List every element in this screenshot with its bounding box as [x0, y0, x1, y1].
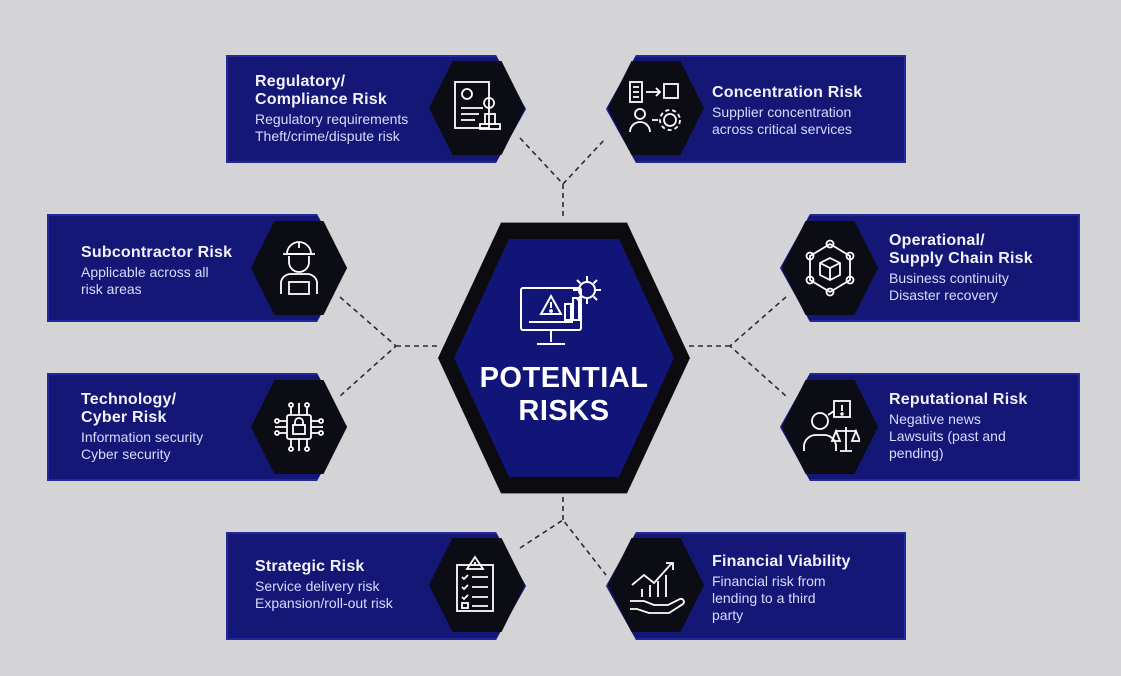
monitor-warning-gear-icon — [517, 270, 607, 359]
card-reputational-text: Reputational Risk Negative news Lawsuits… — [889, 391, 1028, 462]
supplier-network-icon — [607, 60, 705, 156]
card-title: Concentration Risk — [712, 84, 863, 101]
card-title: Operational/ Supply Chain Risk — [889, 232, 1033, 267]
card-subcontractor-text: Subcontractor Risk Applicable across all… — [81, 244, 232, 298]
card-title: Reputational Risk — [889, 391, 1028, 408]
card-operational-supply-chain-text: Operational/ Supply Chain Risk Business … — [889, 232, 1033, 304]
box-network-icon — [781, 220, 879, 316]
card-title: Subcontractor Risk — [81, 244, 233, 261]
worker-hardhat-icon — [250, 220, 348, 316]
connector-left — [339, 296, 440, 397]
card-description: Financial risk from lending to a third p… — [712, 573, 826, 623]
card-technology-cyber-text: Technology/ Cyber Risk Information secur… — [81, 391, 203, 463]
document-stamp-icon — [428, 60, 526, 156]
card-description: Business continuity Disaster recovery — [889, 270, 1009, 303]
card-description: Regulatory requirements Theft/crime/disp… — [255, 111, 409, 144]
circuit-lock-icon — [250, 379, 348, 475]
card-description: Applicable across all risk areas — [81, 264, 209, 297]
card-description: Service delivery risk Expansion/roll-out… — [255, 578, 393, 611]
card-title: Regulatory/ Compliance Risk — [255, 73, 387, 108]
card-financial-viability-text: Financial Viability Financial risk from … — [712, 553, 851, 624]
card-regulatory-compliance-text: Regulatory/ Compliance Risk Regulatory r… — [255, 73, 408, 145]
card-title: Financial Viability — [712, 553, 851, 570]
card-title: Strategic Risk — [255, 558, 365, 575]
card-description: Negative news Lawsuits (past and pending… — [889, 411, 1006, 461]
card-concentration-text: Concentration Risk Supplier concentratio… — [712, 84, 862, 138]
connector-top — [519, 137, 607, 220]
card-title: Technology/ Cyber Risk — [81, 391, 177, 426]
card-description: Supplier concentration across critical s… — [712, 104, 853, 137]
connector-bottom — [519, 497, 607, 576]
card-description: Information security Cyber security — [81, 429, 204, 462]
checklist-warning-icon — [428, 537, 526, 633]
center-title: POTENTIAL RISKS — [479, 362, 649, 427]
card-strategic-text: Strategic Risk Service delivery risk Exp… — [255, 558, 393, 612]
hand-growth-chart-icon — [607, 537, 705, 633]
person-scales-icon — [781, 379, 879, 475]
connector-right — [688, 296, 787, 397]
